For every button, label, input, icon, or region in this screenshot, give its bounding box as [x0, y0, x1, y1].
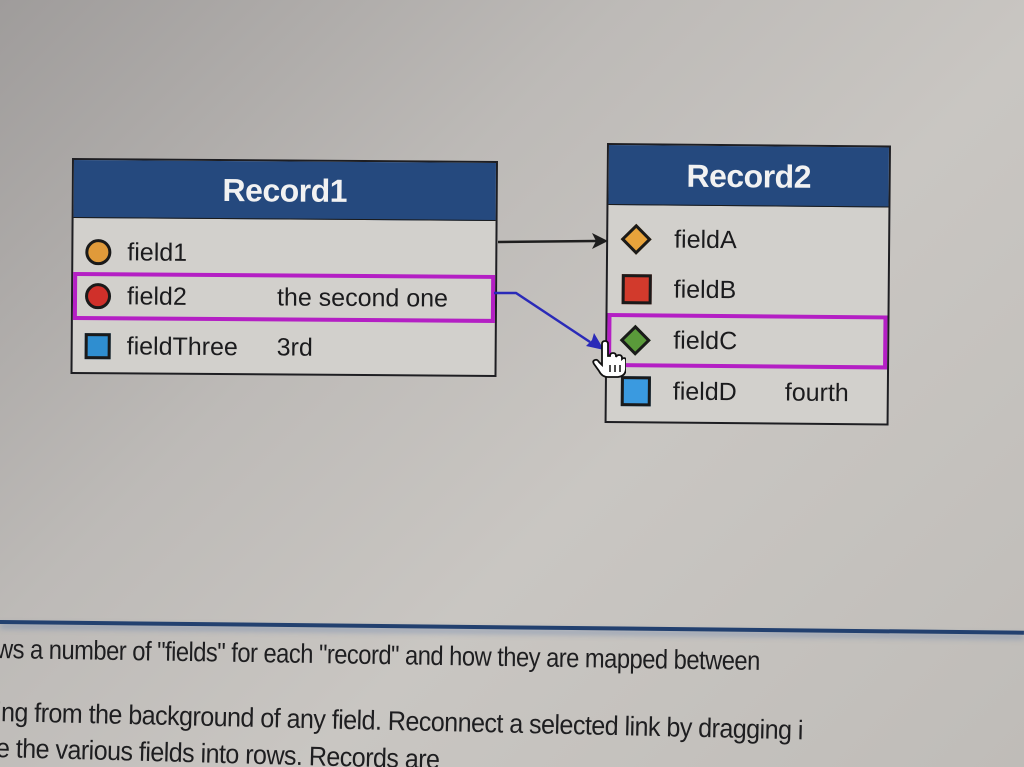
link-field2-fieldc[interactable]	[494, 291, 604, 350]
field-name: field1	[127, 237, 188, 267]
record2-title: Record2	[686, 157, 812, 195]
description-line-3: e the various fields into rows. Records …	[0, 733, 440, 767]
field-name: fieldThree	[126, 331, 238, 361]
diamond-icon	[620, 223, 652, 255]
record2-fieldb-row[interactable]: fieldB	[608, 265, 888, 315]
field-name: fieldB	[673, 275, 737, 304]
diagram-canvas[interactable]: Record1 field1 field2 the second one fie…	[0, 0, 1024, 615]
description-line-1: ws a number of "fields" for each "record…	[0, 634, 761, 676]
record2-fieldc-row[interactable]: fieldC	[607, 313, 888, 370]
record1-fieldthree-row[interactable]: fieldThree 3rd	[73, 322, 495, 373]
field-name: fieldA	[674, 225, 737, 254]
record2-node[interactable]: Record2 fieldA fieldB fieldC fieldD four…	[604, 143, 891, 426]
record2-fieldd-row[interactable]: fieldD fourth	[607, 367, 887, 417]
record1-field1-row[interactable]: field1	[73, 228, 495, 279]
square-icon	[620, 376, 651, 407]
field-name: field2	[126, 281, 187, 311]
square-icon	[84, 333, 111, 360]
section-divider	[0, 620, 1024, 635]
record1-title: Record1	[222, 172, 348, 209]
record1-header[interactable]: Record1	[73, 160, 496, 221]
field-name: fieldD	[672, 377, 737, 406]
field-value: 3rd	[276, 332, 313, 362]
record2-header[interactable]: Record2	[608, 145, 889, 208]
link-field1-fielda[interactable]	[497, 233, 608, 249]
field-name: fieldC	[673, 326, 738, 355]
record1-node[interactable]: Record1 field1 field2 the second one fie…	[70, 158, 498, 377]
circle-icon	[84, 283, 112, 310]
hand-cursor-icon	[592, 340, 626, 378]
field-value: fourth	[784, 378, 849, 407]
square-icon	[621, 274, 652, 305]
record2-fielda-row[interactable]: fieldA	[608, 215, 888, 265]
field-value: the second one	[276, 282, 449, 313]
circle-icon	[85, 239, 112, 266]
record1-field2-row[interactable]: field2 the second one	[72, 272, 496, 323]
